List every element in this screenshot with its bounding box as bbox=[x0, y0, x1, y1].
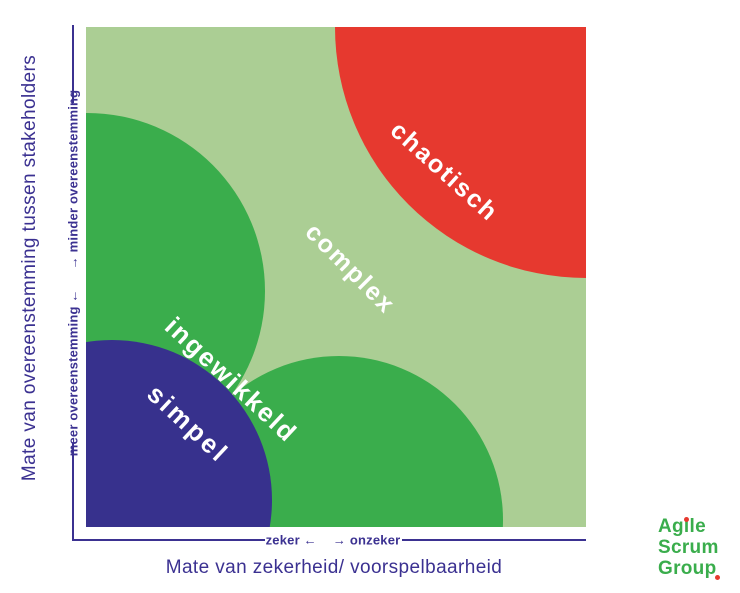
logo-line-agile: Agile bbox=[658, 516, 706, 537]
logo-line-group: Group bbox=[658, 558, 717, 579]
x-axis-line-right-segment bbox=[402, 539, 586, 541]
logo-line-scrum: Scrum bbox=[658, 537, 719, 558]
logo-red-dot-i-icon bbox=[684, 517, 689, 522]
x-tick-onzeker: → onzeker bbox=[332, 532, 401, 548]
zone-label-complex: complex bbox=[299, 217, 402, 320]
y-axis-line-lower-segment bbox=[72, 443, 74, 540]
y-axis-line-upper-segment bbox=[72, 25, 74, 103]
x-axis-title: Mate van zekerheid/ voorspelbaarheid bbox=[165, 557, 503, 578]
y-tick-minder-overeenstemming: → minder overeenstemming bbox=[65, 89, 81, 270]
logo-red-period-icon bbox=[715, 575, 720, 580]
x-tick-zeker: zeker ← bbox=[265, 532, 317, 548]
agile-scrum-group-logo: Agile Scrum Group bbox=[658, 516, 738, 580]
y-axis-title: Mate van overeenstemming tussen stakehol… bbox=[19, 54, 40, 482]
y-tick-meer-overeenstemming: meer overeenstemming ← bbox=[65, 289, 81, 457]
x-axis-line-left-segment bbox=[72, 539, 265, 541]
matrix-plot-area: simpel ingewikkeld complex chaotisch bbox=[86, 27, 586, 527]
chaotisch-zone-circle bbox=[335, 27, 586, 278]
